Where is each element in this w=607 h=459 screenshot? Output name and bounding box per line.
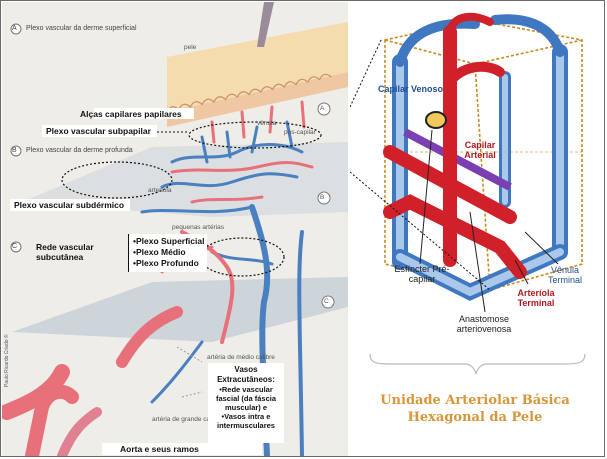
marker-b: B (12, 147, 17, 154)
arteriola-terminal-label: Arteríola Terminal (510, 288, 562, 308)
marker-c-right: C (324, 298, 329, 305)
zoom-connector-top (350, 38, 382, 107)
marker-c: C (12, 243, 17, 250)
venula-terminal-label: Vênula Terminal (540, 265, 590, 285)
vasos-item-1: •Rede vascular fascial (da fáscia muscul… (208, 385, 284, 412)
marker-a: A (12, 25, 17, 32)
vasos-extracutaneos-box: Vasos Extracutâneos: •Rede vascular fasc… (208, 363, 284, 443)
hexagonal-unit-panel: Capilar Venoso Capilar Arterial Esfíncte… (350, 2, 602, 456)
vasos-item-2: •Vasos intra e intermusculares (208, 412, 284, 430)
esfincter-label: Esfíncter Pré-capilar (392, 264, 452, 284)
diagram-title: Unidade Arteriolar Básica Hexagonal da P… (370, 392, 580, 426)
plexo-medio: •Plexo Médio (133, 247, 186, 257)
plexo-profundo: •Plexo Profundo (133, 258, 199, 268)
aorta-branch-2 (62, 412, 97, 456)
skin-vascular-anatomy-panel: A Plexo vascular da derme superficial B … (2, 2, 348, 456)
marker-b-right: B (320, 194, 324, 201)
plexo-subdermico-label: Plexo vascular subdérmico (14, 200, 124, 210)
aorta-label: Aorta e seus ramos (120, 444, 199, 454)
arteriola-label: arteriola (148, 187, 171, 194)
venula-label: vênula (257, 120, 276, 127)
anastomose-label: Anastomose arteriovenosa (444, 314, 524, 334)
section-a-label: Plexo vascular da derme superficial (26, 25, 137, 32)
hexagonal-unit-diagram (350, 2, 602, 456)
title-line-2: Hexagonal da Pele (370, 409, 580, 426)
alcas-label: Alças capilares papilares (80, 109, 182, 119)
arteria-medio-label: artéria de médio calibre (207, 354, 275, 361)
unit-bracket (370, 354, 585, 374)
pele-label: pele (184, 44, 196, 51)
capilar-venoso-label: Capilar Venoso (378, 84, 443, 94)
pequenas-arterias-label: pequenas artérias (172, 224, 224, 231)
connector-extracutaneous (177, 347, 202, 397)
credit-label: Paulo Ricardo Criado © (4, 334, 10, 387)
capilar-arterial-label: Capilar Arterial (455, 140, 505, 160)
plexo-subpapilar-label: Plexo vascular subpapilar (46, 126, 151, 136)
rede-vascular-subcutanea-label: Rede vascular subcutânea (36, 242, 126, 262)
subcutaneous-ellipse (200, 238, 284, 276)
title-line-1: Unidade Arteriolar Básica (370, 392, 580, 409)
pos-capilar-label: pós-capilar (284, 129, 316, 136)
plexo-superficial: •Plexo Superficial (133, 236, 204, 246)
marker-a-right: A (320, 105, 324, 112)
plexos-list-box: •Plexo Superficial •Plexo Médio •Plexo P… (128, 234, 207, 272)
precapillary-sphincter (426, 112, 446, 128)
section-b-label: Plexo vascular da derme profunda (26, 147, 133, 154)
vasos-title: Vasos Extracutâneos: (208, 365, 284, 385)
